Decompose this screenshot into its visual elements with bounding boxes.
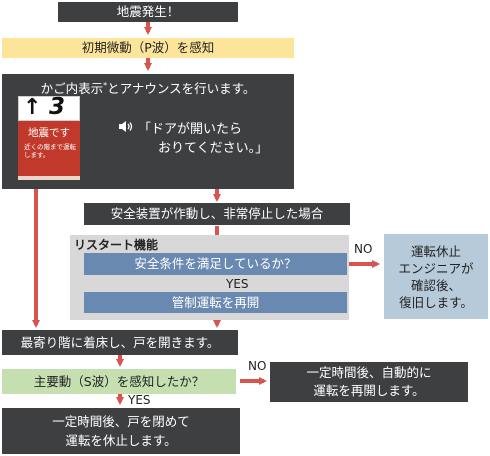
auto-resume-line-1: 一定時間後、自動的に: [306, 365, 432, 380]
auto-resume-line-2: 運転を再開します。: [313, 383, 425, 398]
close-doors-line-2: 運転を休止します。: [65, 433, 177, 448]
node-p-wave-label: 初期微動（P波）を感知: [81, 40, 215, 55]
node-safety-check-label: 安全条件を満足しているか？: [134, 256, 297, 271]
node-earthquake: 地震発生！: [58, 2, 238, 22]
elevator-display-illustration: ↑ 3 地震です 近くの階まで運転します。: [18, 94, 80, 180]
node-safety-device-label: 安全装置が作動し、非常停止した場合: [110, 206, 324, 221]
node-resume-control-label: 管制運転を再開: [171, 294, 260, 310]
node-auto-resume: 一定時間後、自動的に 運転を再開します。: [270, 362, 468, 402]
no-label-1: NO: [354, 242, 373, 256]
speaker-icon: [118, 120, 134, 139]
footnote-mark: *: [103, 81, 108, 90]
floor-number: 3: [49, 94, 66, 120]
node-close-doors: 一定時間後、戸を閉めて 運転を休止します。: [2, 408, 240, 454]
restart-function-label: リスタート機能: [74, 238, 159, 252]
halt-line-2: エンジニアが: [398, 260, 474, 276]
node-earthquake-label: 地震発生！: [116, 4, 180, 19]
no-label-2: NO: [248, 359, 267, 373]
node-safety-device: 安全装置が作動し、非常停止した場合: [84, 203, 350, 225]
announcement-line-1: 「ドアが開いたら: [138, 122, 243, 137]
announcement-line-2: おりてください。」: [158, 141, 269, 156]
node-s-wave: 主要動（S波）を感知したか？: [2, 369, 236, 394]
node-resume-control: 管制運転を再開: [84, 292, 347, 313]
display-subtext: 近くの階まで運転します。: [24, 143, 76, 159]
display-base: [18, 176, 80, 180]
announcement: 「ドアが開いたら おりてください。」: [118, 120, 268, 158]
node-in-car-title: かご内表示*とアナウンスを行います。: [40, 81, 256, 97]
close-doors-line-1: 一定時間後、戸を閉めて: [52, 414, 190, 429]
halt-line-1: 運転休止: [410, 243, 461, 259]
node-nearest-floor-label: 最寄り階に着床し、戸を開きます。: [20, 334, 220, 350]
node-safety-check: 安全条件を満足しているか？: [84, 253, 347, 275]
yes-label-2: YES: [128, 393, 151, 407]
display-indicator: ↑ 3: [18, 94, 80, 121]
display-title: 地震です: [28, 127, 70, 139]
node-halt-operation: 運転休止 エンジニアが 確認後、 復旧します。: [384, 234, 488, 319]
up-arrow-icon: ↑: [23, 95, 42, 120]
halt-line-4: 復旧します。: [399, 294, 473, 310]
display-screen: 地震です 近くの階まで運転します。: [18, 121, 80, 176]
yes-label-1: YES: [226, 277, 249, 291]
halt-line-3: 確認後、: [410, 277, 461, 293]
node-s-wave-label: 主要動（S波）を感知したか？: [33, 373, 205, 389]
node-p-wave: 初期微動（P波）を感知: [2, 38, 294, 58]
node-nearest-floor: 最寄り階に着床し、戸を開きます。: [2, 330, 238, 355]
